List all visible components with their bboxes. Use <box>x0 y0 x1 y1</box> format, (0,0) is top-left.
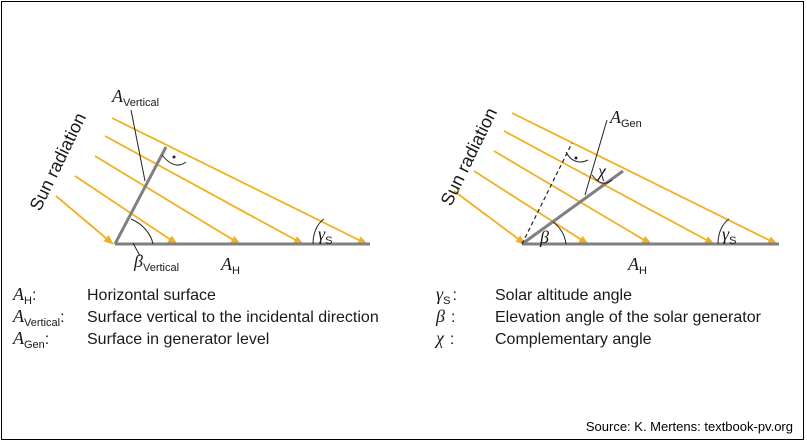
sun-ray <box>104 135 304 245</box>
beta-label: β <box>539 227 549 247</box>
label-leader <box>132 242 141 257</box>
gamma-arc <box>717 218 730 245</box>
right-angle-arc <box>161 154 187 166</box>
right-angle-dot <box>172 155 176 159</box>
svg-text:Horizontal surface: Horizontal surface <box>87 287 216 304</box>
sun-ray <box>74 175 178 245</box>
sun-radiation-label: Sun radiation <box>437 105 501 209</box>
beta-vertical-label: βVertical <box>133 251 179 274</box>
gamma-arc <box>312 218 325 245</box>
label-leader <box>130 109 146 182</box>
svg-text:AVertical:: AVertical: <box>12 306 65 329</box>
legend-item: AH: Horizontal surface <box>12 284 216 307</box>
gamma-s-label: γS <box>318 224 332 247</box>
sun-ray <box>493 150 652 245</box>
sun-ray <box>473 170 589 245</box>
label-leader <box>584 119 608 196</box>
svg-text:β:: β: <box>435 306 455 326</box>
a-h-label: AH <box>220 254 240 277</box>
a-h-label: AH <box>627 254 647 277</box>
sun-ray <box>511 112 778 245</box>
svg-text:Surface vertical to the incide: Surface vertical to the incidental direc… <box>87 309 379 326</box>
sun-ray <box>453 190 526 245</box>
legend-item: χ: Complementary angle <box>434 328 652 348</box>
legend-item: γS: Solar altitude angle <box>436 284 632 307</box>
chi-label: χ <box>596 161 607 181</box>
legend-right: γS: Solar altitude angle β: Elevation an… <box>434 284 762 348</box>
right-angle-dot <box>574 156 578 160</box>
svg-text:Solar altitude angle: Solar altitude angle <box>495 287 632 304</box>
svg-text:Surface in generator level: Surface in generator level <box>87 331 269 348</box>
sun-ray <box>55 195 114 245</box>
svg-text:Complementary angle: Complementary angle <box>495 331 652 348</box>
legend-item: AGen: Surface in generator level <box>12 328 269 351</box>
right-angle-arc <box>565 151 589 163</box>
legend-item: β: Elevation angle of the solar generato… <box>435 306 762 326</box>
a-gen-label: AGen <box>609 107 642 130</box>
left-diagram: Sun radiation AVertical βVertical γS AH <box>26 86 370 277</box>
sun-ray <box>503 130 715 245</box>
sun-ray <box>94 155 241 245</box>
svg-text:χ:: χ: <box>434 328 454 348</box>
a-vertical-label: AVertical <box>111 86 159 109</box>
legend-item: AVertical: Surface vertical to the incid… <box>12 306 379 329</box>
right-diagram: Sun radiation AGen χ β γS AH <box>437 105 779 277</box>
beta-arc <box>552 221 567 245</box>
vertical-surface <box>113 146 168 245</box>
legend-left: AH: Horizontal surface AVertical: Surfac… <box>12 284 379 351</box>
gamma-s-label: γS <box>722 224 736 247</box>
svg-text:AGen:: AGen: <box>12 328 49 351</box>
svg-text:γS:: γS: <box>436 284 457 307</box>
source-credit: Source: K. Mertens: textbook-pv.org <box>586 419 793 434</box>
vertical-surface-dashed <box>521 142 573 245</box>
svg-text:AH:: AH: <box>12 284 36 307</box>
svg-text:Elevation angle of the solar g: Elevation angle of the solar generator <box>495 309 762 326</box>
beta-vertical-arc <box>130 218 154 245</box>
chi-arc <box>591 174 613 184</box>
sun-ray <box>111 117 368 245</box>
